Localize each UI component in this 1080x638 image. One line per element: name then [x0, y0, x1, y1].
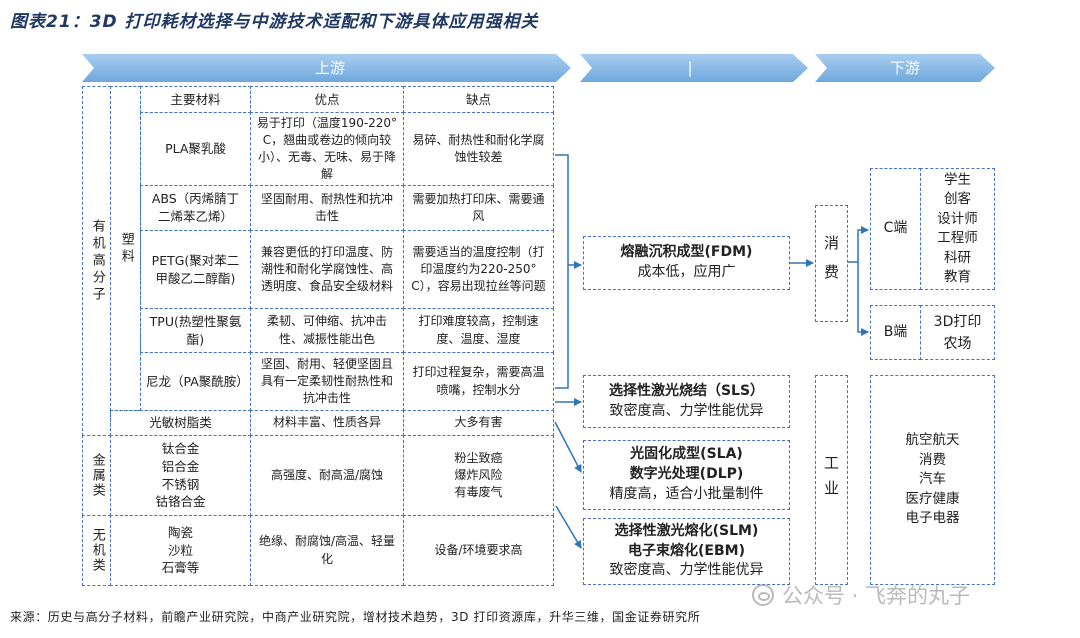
industry-item: 汽车 — [919, 471, 946, 488]
stage-label-downstream: 下游 — [889, 59, 920, 77]
pros-metal: 高强度、耐高温/腐蚀 — [250, 435, 404, 516]
tech-sls-desc: 致密度高、力学性能优异 — [609, 402, 764, 419]
material-abs: ABS（丙烯腈丁二烯苯乙烯） — [140, 185, 251, 231]
material-tpu: TPU(热塑性聚氨酯) — [140, 308, 251, 353]
c-end-item: 创客 — [944, 191, 971, 207]
downstream-consumer: 消费 — [815, 205, 848, 322]
c-end-item: 学生 — [944, 171, 971, 188]
pros-tpu: 柔韧、可伸缩、抗冲击性、减振性能出色 — [250, 308, 404, 353]
c-end-item: 工程师 — [937, 230, 978, 246]
cons-metal: 粉尘致癌 爆炸风险 有毒废气 — [403, 435, 554, 516]
materials-inorganic: 陶瓷 沙粒 石膏等 — [110, 515, 251, 586]
cons-abs: 需要加热打印床、需要通风 — [403, 185, 554, 231]
pros-abs: 坚固耐用、耐热性和抗冲击性 — [250, 185, 404, 231]
tech-slm-ebm: 选择性激光熔化(SLM) 电子束熔化(EBM) 致密度高、力学性能优异 — [583, 518, 790, 585]
material-metal-item: 钴铬合金 — [155, 494, 206, 510]
subcategory-plastic: 塑料 — [110, 86, 141, 411]
connector-metal-slm — [555, 505, 582, 549]
connector-resin-sla — [554, 421, 582, 473]
pros-photopolymer-resin: 材料丰富、性质各异 — [250, 410, 404, 436]
material-metal-item: 钛合金 — [161, 441, 200, 456]
cons-tpu: 打印难度较高，控制速度、温度、湿度 — [403, 308, 554, 353]
material-photopolymer-resin: 光敏树脂类 — [110, 410, 251, 436]
material-inorganic-item: 石膏等 — [161, 560, 200, 576]
tech-slm-desc: 致密度高、力学性能优异 — [609, 562, 764, 579]
tech-sla-desc: 精度高，适合小批量制件 — [609, 485, 764, 502]
industry-list: 航空航天 消费 汽车 医疗健康 电子电器 — [870, 375, 995, 585]
figure-title: 图表21：3D 打印耗材选择与中游技术适配和下游具体应用强相关 — [10, 12, 539, 32]
stage-arrow-midstream — [580, 54, 808, 82]
cons-metal-item: 粉尘致癌 — [454, 450, 503, 465]
material-petg: PETG(聚对苯二甲酸乙二醇酯) — [140, 230, 251, 309]
pros-pla: 易于打印（温度190-220° C，翘曲或卷边的倾向较小）、无毒、无味、易于降解 — [250, 112, 404, 186]
pros-nylon: 坚固、耐用、轻便坚固且具有一定柔韧性耐热性和抗冲击性 — [250, 352, 404, 411]
b-end-item: 农场 — [943, 335, 972, 352]
c-end-item: 教育 — [944, 269, 971, 285]
watermark: 公众号 · 飞奔的丸子 — [752, 580, 970, 610]
c-end-item: 设计师 — [937, 210, 978, 227]
cons-nylon: 打印过程复杂，需要高温喷嘴，控制水分 — [403, 352, 554, 411]
stage-arrow-downstream — [815, 54, 995, 82]
c-end-item: 科研 — [944, 249, 971, 266]
b-end-item: 3D打印 — [933, 313, 982, 330]
category-metal: 金属类 — [82, 435, 111, 516]
cons-inorganic: 设备/环境要求高 — [403, 515, 554, 586]
tech-dlp-title: 数字光处理(DLP) — [629, 466, 744, 483]
header-cons: 缺点 — [403, 86, 554, 113]
wechat-icon — [752, 584, 774, 606]
downstream-industry: 工业 — [815, 375, 848, 585]
b-end-label: B端 — [870, 305, 921, 360]
industry-item: 电子电器 — [905, 510, 960, 527]
connector-consumer-c-end — [848, 226, 869, 263]
industry-item: 医疗健康 — [905, 490, 960, 507]
cons-petg: 需要适当的温度控制（打印温度约为220-250° C），容易出现拉丝等问题 — [403, 230, 554, 309]
cons-photopolymer-resin: 大多有害 — [403, 410, 554, 436]
c-end-label: C端 — [870, 168, 921, 290]
pros-petg: 兼容更低的打印温度、防潮性和耐化学腐蚀性、高透明度、食品安全级材料 — [250, 230, 404, 309]
materials-metal: 钛合金 铝合金 不锈钢 钴铬合金 — [110, 435, 251, 516]
bracket-plastics — [555, 154, 569, 389]
b-end-list: 3D打印 农场 — [920, 305, 995, 360]
material-metal-item: 不锈钢 — [161, 476, 200, 492]
tech-fdm-title: 熔融沉积成型(FDM) — [620, 244, 753, 261]
tech-ebm-title: 电子束熔化(EBM) — [628, 542, 745, 559]
source-note: 来源：历史与高分子材料，前瞻产业研究院，中商产业研究院，增材技术趋势，3D 打印… — [10, 610, 701, 624]
pros-inorganic: 绝缘、耐腐蚀/高温、轻量化 — [250, 515, 404, 586]
tech-sls: 选择性激光烧结（SLS） 致密度高、力学性能优异 — [583, 375, 790, 428]
cons-metal-item: 有毒废气 — [454, 485, 503, 500]
stage-arrow-upstream — [82, 54, 571, 82]
material-nylon: 尼龙（PA聚酰胺） — [140, 352, 251, 411]
industry-item: 航空航天 — [905, 432, 960, 449]
tech-slm-title: 选择性激光熔化(SLM) — [614, 522, 759, 539]
material-inorganic-item: 沙粒 — [167, 542, 193, 558]
material-metal-item: 铝合金 — [161, 458, 200, 474]
tech-fdm: 熔融沉积成型(FDM) 成本低，应用广 — [583, 236, 790, 290]
header-material: 主要材料 — [140, 86, 251, 113]
tech-sla-dlp: 光固化成型(SLA) 数字光处理(DLP) 精度高，适合小批量制件 — [583, 440, 790, 510]
material-pla: PLA聚乳酸 — [140, 112, 251, 186]
material-inorganic-item: 陶瓷 — [167, 524, 193, 540]
category-organic-polymer: 有机高分子 — [82, 86, 111, 436]
connector-consumer-b-end — [857, 262, 869, 336]
tech-sla-title: 光固化成型(SLA) — [630, 446, 743, 463]
c-end-list: 学生 创客 设计师 工程师 科研 教育 — [920, 168, 995, 290]
watermark-text: 公众号 · 飞奔的丸子 — [782, 584, 971, 608]
cons-pla: 易碎、耐热性和耐化学腐蚀性较差 — [403, 112, 554, 186]
tech-fdm-desc: 成本低，应用广 — [637, 264, 736, 280]
cons-metal-item: 爆炸风险 — [454, 467, 503, 482]
tech-sls-title: 选择性激光烧结（SLS） — [608, 382, 765, 399]
industry-item: 消费 — [919, 451, 946, 468]
stage-label-midstream: | — [687, 59, 693, 77]
category-inorganic: 无机类 — [82, 515, 111, 586]
header-pros: 优点 — [250, 86, 404, 113]
stage-label-upstream: 上游 — [314, 59, 345, 77]
